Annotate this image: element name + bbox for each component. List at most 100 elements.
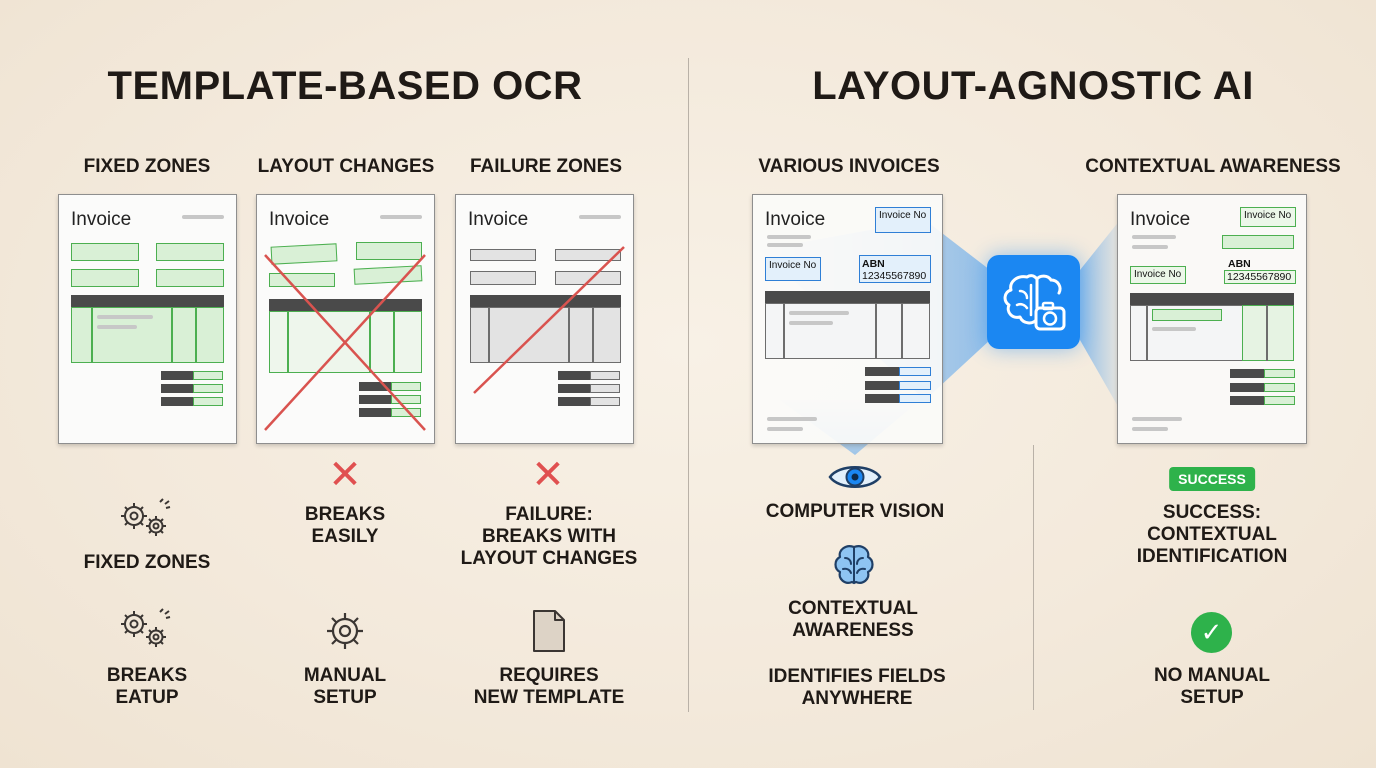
x-icon: ✕ — [328, 453, 362, 497]
label-line: EATUP — [115, 687, 179, 708]
header-line — [182, 215, 224, 219]
invoice-title: Invoice — [468, 209, 529, 230]
abn-label: ABN — [862, 258, 885, 270]
invoice-no-tag: Invoice No — [1130, 266, 1186, 284]
total-zone — [899, 367, 931, 376]
col-line — [783, 303, 785, 359]
total-row — [1230, 396, 1264, 405]
gear-icon — [327, 613, 363, 649]
row-line — [97, 315, 153, 319]
text-line — [767, 235, 811, 239]
zone — [71, 243, 139, 261]
col-line — [91, 307, 93, 363]
eye-icon — [828, 466, 882, 488]
label-line: SETUP — [1180, 687, 1244, 708]
label-line: NEW TEMPLATE — [473, 687, 625, 708]
total-zone — [391, 382, 421, 391]
label-no-manual-setup: NO MANUAL SETUP — [1154, 665, 1270, 709]
col-line — [393, 311, 395, 373]
table-header — [470, 295, 621, 307]
label-line: LAYOUT CHANGES — [460, 548, 638, 569]
label-identifies-fields: IDENTIFIES FIELDS ANYWHERE — [768, 666, 945, 710]
total-zone — [590, 371, 620, 380]
label-breaks-eatup: BREAKS EATUP — [107, 665, 187, 709]
table-header — [765, 291, 930, 303]
zone — [470, 271, 536, 285]
header-line — [380, 215, 422, 219]
abn-number: 12345567890 — [1227, 271, 1292, 283]
header-line — [579, 215, 621, 219]
label-success: SUCCESS: CONTEXTUAL IDENTIFICATION — [1137, 502, 1288, 568]
zone — [71, 269, 139, 287]
caption-failure-zones: FAILURE ZONES — [469, 156, 623, 177]
brain-icon — [834, 545, 874, 585]
label-line: SETUP — [313, 687, 377, 708]
brain-camera-icon — [1003, 274, 1066, 331]
row-line — [789, 321, 833, 325]
success-badge: SUCCESS — [1169, 467, 1255, 491]
table-header — [1130, 293, 1294, 305]
label-line: MANUAL — [303, 665, 387, 686]
total-row — [865, 367, 899, 376]
invoice-card-layout-changes: Invoice — [256, 194, 435, 444]
ai-brain-camera-box — [987, 255, 1080, 349]
invoice-no-tag: Invoice No — [875, 207, 931, 233]
label-line: ANYWHERE — [801, 688, 913, 709]
text-line — [767, 243, 803, 247]
total-zone — [899, 381, 931, 390]
text-line — [1132, 235, 1176, 239]
total-zone — [193, 397, 223, 406]
total-row — [558, 397, 590, 406]
label-requires-new-template: REQUIRES NEW TEMPLATE — [474, 665, 625, 709]
total-row — [558, 371, 590, 380]
total-row — [1230, 383, 1264, 392]
shifted-zone — [356, 242, 422, 260]
total-zone — [1264, 396, 1295, 405]
col-line — [1266, 305, 1268, 361]
label-contextual-awareness: CONTEXTUAL AWARENESS — [788, 598, 918, 642]
total-row — [865, 394, 899, 403]
invoice-card-fixed: Invoice — [58, 194, 237, 444]
label-line: SUCCESS: — [1162, 502, 1262, 523]
total-row — [359, 395, 391, 404]
col-line — [171, 307, 173, 363]
label-failure: FAILURE: BREAKS WITH LAYOUT CHANGES — [461, 504, 638, 570]
row-line — [1152, 327, 1196, 331]
total-row — [359, 382, 391, 391]
row-line — [97, 325, 137, 329]
label-line: REQUIRES — [499, 665, 599, 686]
total-row — [865, 381, 899, 390]
text-line — [1132, 245, 1168, 249]
total-zone — [590, 397, 620, 406]
document-icon — [533, 610, 565, 652]
abn-label: ABN — [1228, 258, 1251, 270]
invoice-title: Invoice — [71, 209, 132, 230]
caption-fixed-zones: FIXED ZONES — [83, 156, 211, 177]
gears-icon — [121, 608, 171, 647]
col-line — [195, 307, 197, 363]
total-row — [1230, 369, 1264, 378]
abn-box: 12345567890 — [1224, 270, 1296, 284]
caption-contextual-awareness: CONTEXTUAL AWARENESS — [1085, 156, 1341, 177]
total-row — [161, 384, 193, 393]
label-fixed-zones: FIXED ZONES — [83, 552, 211, 573]
label-breaks-easily: BREAKS EASILY — [305, 504, 385, 548]
x-icon: ✕ — [531, 453, 565, 497]
col-line — [287, 311, 289, 373]
total-row — [161, 397, 193, 406]
label-line: BREAKS — [106, 665, 188, 686]
label-line: NO MANUAL — [1153, 665, 1271, 686]
zone — [555, 249, 621, 261]
slash-icon — [473, 246, 625, 394]
invoice-title: Invoice — [269, 209, 330, 230]
zone — [156, 269, 224, 287]
invoice-title: Invoice — [765, 209, 826, 230]
abn-box: ABN 12345567890 — [859, 255, 931, 283]
col-line — [1146, 305, 1148, 361]
total-zone — [193, 371, 223, 380]
zone — [1222, 235, 1294, 249]
label-line: CONTEXTUAL — [788, 598, 918, 619]
abn-number: 12345567890 — [862, 270, 927, 282]
total-zone — [1264, 383, 1295, 392]
footer-line — [767, 427, 803, 431]
